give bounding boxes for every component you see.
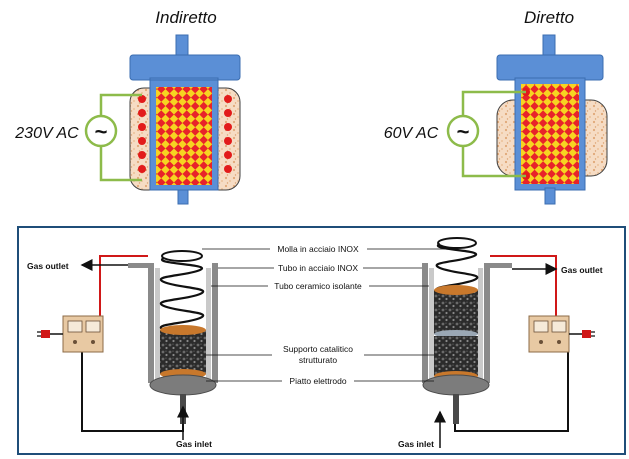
left-plug-icon [41, 330, 50, 338]
right-steel-tube-wall-right [484, 263, 490, 383]
direct-bottom-nozzle [544, 187, 556, 205]
direct-voltage-label: 60V AC [384, 125, 439, 142]
indirect-voltage-label: 230V AC [14, 125, 79, 142]
left-steel-tube-wall-left [148, 263, 154, 383]
left-ceramic-tube-wall-right [206, 268, 211, 381]
steel-tube-label: Tubo in acciaio INOX [278, 263, 358, 273]
indirect-heating-coil [138, 95, 232, 173]
indirect-wire-top [99, 93, 142, 115]
indirect-top-flange [129, 54, 241, 81]
direct-wire-bottom [461, 147, 526, 178]
left-electrode-plate [149, 374, 217, 396]
left-support-top-cap [160, 325, 206, 335]
direct-catalyst-bed [521, 84, 579, 184]
right-plug-icon [582, 330, 591, 338]
right-inlet-pipe [453, 394, 459, 424]
support-label-line1: Supporto catalitico [283, 344, 353, 354]
electrode-label: Piatto elettrodo [289, 376, 346, 386]
right-reactor: Gas outlet Gas inlet [398, 237, 603, 449]
direct-ac-source-icon [446, 114, 480, 148]
indirect-wire-bottom [99, 147, 142, 182]
direct-top-nozzle [542, 34, 556, 56]
right-gas-outlet-label: Gas outlet [561, 265, 603, 275]
indirect-ac-symbol: ~ [95, 119, 108, 144]
direct-wire-top [461, 90, 526, 115]
right-ceramic-tube-wall-left [429, 268, 434, 381]
support-label-line2: strutturato [299, 355, 338, 365]
left-outlet-tube [128, 263, 154, 268]
right-gas-inlet-label: Gas inlet [398, 439, 434, 449]
right-hot-wire [490, 255, 557, 316]
component-labels: Molla in acciaio INOX Tubo in acciaio IN… [202, 244, 457, 386]
indirect-top-nozzle [175, 34, 189, 56]
right-support-upper-cap [434, 285, 478, 295]
spring-label: Molla in acciaio INOX [277, 244, 359, 254]
ceramic-tube-label: Tubo ceramico isolante [274, 281, 362, 291]
right-spring-top-coil [437, 237, 477, 249]
right-ceramic-tube-wall-right [478, 268, 483, 381]
left-power-supply-icon [62, 315, 104, 353]
right-steel-tube-wall-left [422, 263, 428, 383]
right-catalyst-support-lower [434, 336, 478, 376]
indirect-heating-diagram: Indiretto ~ 230V AC [14, 8, 241, 205]
indirect-catalyst-bed [156, 87, 212, 185]
direct-top-flange [496, 54, 604, 81]
left-reactor: Gas outlet Gas inlet [27, 250, 218, 449]
left-hot-wire [99, 255, 148, 316]
right-electrode-plate [422, 374, 490, 396]
left-spring [159, 256, 205, 332]
left-ceramic-tube-wall-left [155, 268, 160, 381]
left-steel-tube-wall-right [212, 263, 218, 383]
indirect-ac-source-icon [84, 114, 118, 148]
direct-heating-diagram: Diretto ~ 60V AC [384, 8, 608, 205]
right-catalyst-support-upper [434, 290, 478, 334]
right-outlet-tube [484, 263, 512, 268]
direct-ac-symbol: ~ [457, 119, 470, 144]
left-spring-top-coil [161, 250, 203, 262]
left-catalyst-support [160, 330, 206, 374]
left-gas-outlet-label: Gas outlet [27, 261, 69, 271]
right-power-supply-icon [528, 315, 570, 353]
right-spring [435, 242, 479, 294]
indirect-title: Indiretto [155, 8, 216, 27]
direct-title: Diretto [524, 8, 574, 27]
left-gas-inlet-label: Gas inlet [176, 439, 212, 449]
